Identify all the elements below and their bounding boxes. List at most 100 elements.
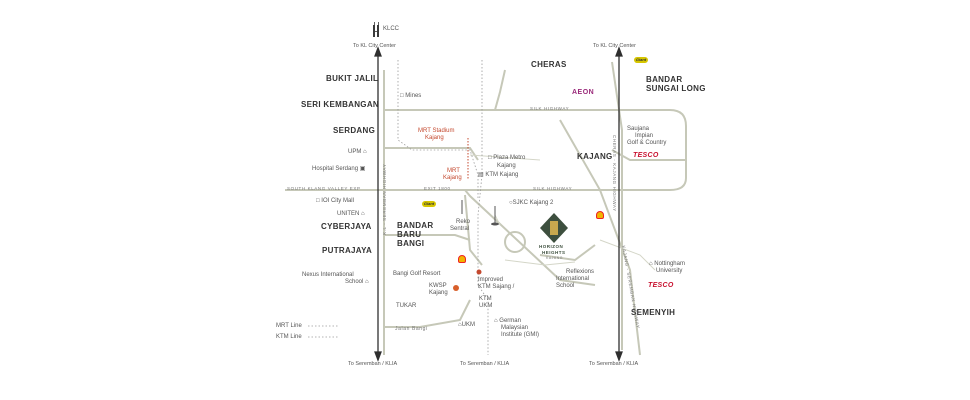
hospital-road (384, 147, 479, 161)
place-plaza-metro-2: Kajang (497, 163, 516, 169)
place-ioi-city-mall: □ IOI City Mall (316, 198, 354, 204)
roundabout (504, 231, 527, 253)
area-bandar-sungai-long-2: SUNGAI LONG (646, 84, 706, 93)
mrt-line (397, 60, 479, 200)
arrow-right-down (615, 351, 623, 362)
project-logo (540, 213, 568, 243)
markers (453, 200, 499, 291)
area-bandar-sungai-long-1: BANDAR (646, 75, 683, 84)
area-seri-kembangan: SERI KEMBANGAN (301, 100, 379, 109)
area-bukit-jalil: BUKIT JALIL (326, 74, 379, 83)
place-ktm-kajang: ▤ KTM Kajang (478, 172, 519, 178)
minor-road-2 (494, 214, 501, 226)
place-reko-1: Reko (456, 219, 471, 225)
place-tukar: TUKAR (396, 303, 417, 309)
direction-arrows (374, 46, 623, 362)
project-tag: KAJANG (546, 256, 564, 260)
kajang-semenyih-road (464, 189, 596, 286)
place-german-3: Institute (GMI) (501, 332, 540, 338)
project-sub: HEIGHTS (542, 250, 566, 255)
road-cheras-kajang: CHERAS - KAJANG HIGHWAY (612, 135, 617, 212)
place-reflexions-2: International (556, 276, 590, 282)
cheras-kajang-highway (611, 61, 623, 350)
road-jalan-bangi: Jalan Bangi (395, 326, 428, 332)
place-nottingham-1: ⌂ Nottingham (649, 261, 685, 267)
place-kwsp-1: KWSP (429, 283, 447, 289)
sjkc-pin-base (491, 222, 499, 226)
place-reflexions-3: School (556, 283, 575, 289)
place-nexus-2: School ⌂ (345, 279, 369, 285)
place-german-1: ⌂ German (494, 318, 521, 324)
area-putrajaya: PUTRAJAYA (322, 246, 373, 255)
place-plaza-metro: □ Plaza Metro (488, 155, 526, 161)
ring-road (494, 69, 506, 111)
minor-road-4 (599, 239, 656, 271)
road-kl-seremban: K.L - SEREMBAN HIGHWAY (382, 163, 387, 235)
place-ukm: ⌂UKM (458, 322, 475, 328)
place-reflexions-1: Reflexions (566, 269, 595, 275)
road-silk-mid: SILK HIGHWAY (533, 186, 573, 191)
place-uniten: UNITEN ⌂ (337, 211, 365, 217)
place-mrt-kajang-2: Kajang (443, 175, 462, 181)
legend-mrt: MRT Line (276, 323, 302, 329)
road-silk-top: SILK HIGHWAY (530, 106, 570, 111)
tesco-logo-bottom: TESCO (648, 282, 674, 289)
to-seremban-right: To Seremban / KLIA (589, 361, 639, 367)
place-nexus-1: Nexus International (302, 272, 354, 278)
place-saujana-1: Saujana (627, 126, 650, 132)
area-kajang: KAJANG (577, 152, 613, 161)
place-kwsp-2: Kajang (429, 290, 448, 296)
highways (285, 61, 687, 356)
minor-road-3 (504, 259, 576, 266)
giant-logo-2: Giant (422, 201, 436, 207)
place-hospital-serdang: Hospital Serdang ▣ (312, 166, 366, 172)
project-marker (476, 269, 482, 275)
place-saujana-3: Golf & Country (627, 140, 667, 146)
bangi-road (384, 234, 471, 241)
place-saujana-2: Impian (635, 133, 654, 139)
tesco-link (611, 149, 686, 161)
to-kl-right: To KL City Center (593, 43, 636, 49)
tesco-logo-top: TESCO (633, 152, 659, 159)
project-name: HORIZON (539, 244, 564, 249)
road-exit: EXIT 1800 (424, 186, 451, 191)
arrow-right-up (615, 46, 623, 57)
giant-logo-1: Giant (634, 57, 648, 63)
kwsp-marker (453, 285, 459, 291)
area-bandar-baru-bangi-2: BARU (397, 230, 422, 239)
place-ktm-ukm-2: UKM (479, 303, 493, 309)
kajang-seremban-highway (559, 119, 641, 356)
area-bandar-baru-bangi-1: BANDAR (397, 221, 434, 230)
to-kl-left: To KL City Center (353, 43, 396, 49)
area-semenyih: SEMENYIH (631, 308, 676, 317)
area-serdang: SERDANG (333, 126, 376, 135)
place-nottingham-2: University (656, 268, 683, 274)
place-german-2: Malaysian (501, 325, 529, 331)
place-mrt-stadium-1: MRT Stadium (418, 128, 455, 134)
area-cyberjaya: CYBERJAYA (321, 222, 372, 231)
to-seremban-center: To Seremban / KLIA (460, 361, 510, 367)
silk-highway-loop (383, 109, 687, 191)
road-south-klang: SOUTH KLANG VALLEY EXP (287, 186, 361, 191)
jalan-bangi (384, 299, 471, 328)
shell-logo-2 (458, 255, 466, 263)
place-ktm-ukm-1: KTM (479, 296, 492, 302)
area-bandar-baru-bangi-3: BANGI (397, 239, 425, 248)
place-improved-2: KTM Sajang / (478, 284, 515, 290)
place-mines: □ Mines (400, 93, 422, 99)
klcc-tower-icon (373, 22, 379, 37)
legend-ktm: KTM Line (276, 334, 302, 340)
arrow-left-up (374, 46, 382, 57)
aeon-logo: AEON (572, 89, 595, 96)
place-upm: UPM ⌂ (348, 149, 367, 155)
area-cheras: CHERAS (531, 60, 567, 69)
place-mrt-stadium-2: Kajang (425, 135, 444, 141)
place-reko-2: Sentral (450, 226, 470, 232)
shell-logo-1 (596, 211, 604, 219)
klcc-label: KLCC (383, 26, 400, 32)
place-bangi-golf: Bangi Golf Resort (393, 271, 441, 277)
semenyih-link (539, 244, 596, 262)
arrow-left-down (374, 351, 382, 362)
ktm-line (477, 60, 489, 355)
